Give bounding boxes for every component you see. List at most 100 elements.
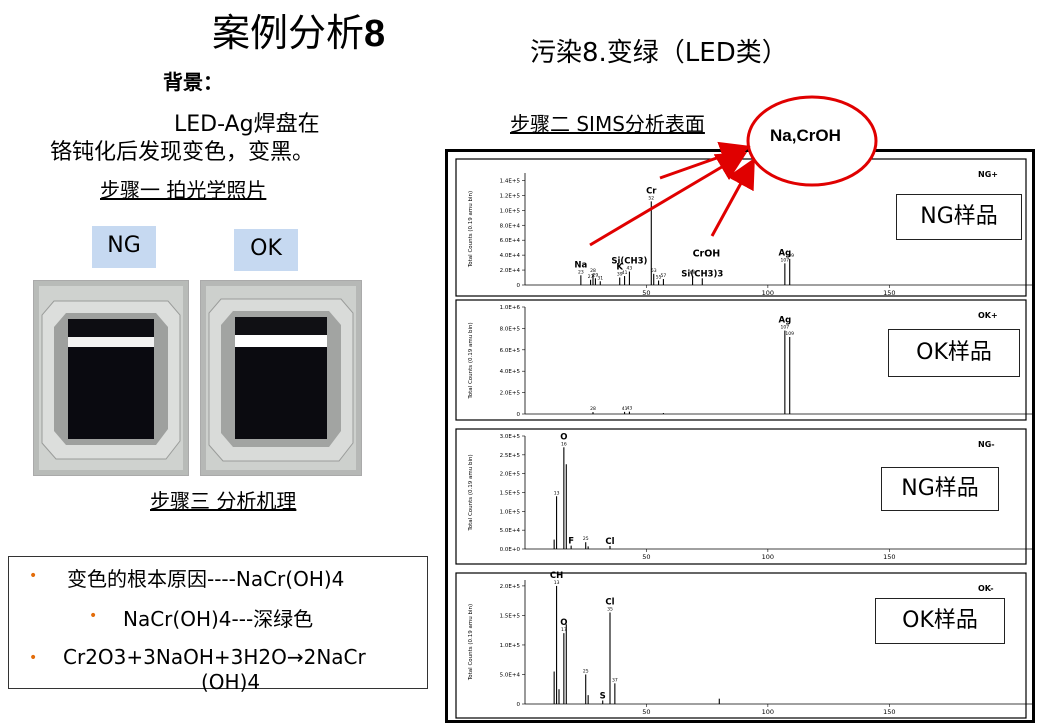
sample-label-ok-pos: OK样品 (888, 329, 1020, 377)
peak-label: Na (574, 260, 587, 270)
step3-heading: 步骤三 分析机理 (150, 489, 297, 513)
y-tick-label: 4.0E+5 (500, 369, 521, 375)
panel-border (455, 572, 1027, 719)
peak-mass-label: 41 (622, 406, 628, 412)
peak-mass-label: 57 (661, 273, 667, 279)
ng-led-photo (33, 280, 189, 476)
peak-mass-label: 23 (578, 269, 584, 275)
peak-mass-label: 13 (554, 580, 560, 586)
x-tick-label: 50 (642, 289, 650, 297)
peak-mass-label: 25 (583, 668, 589, 674)
conclusion-box: •变色的根本原因----NaCr(OH)4 •NaCr(OH)4---深绿色 •… (8, 556, 428, 694)
arrow-croh (710, 157, 755, 237)
peak-label: S (600, 691, 606, 701)
y-tick-label: 5.0E+4 (500, 672, 521, 678)
slide-title: 案例分析8 (212, 11, 386, 55)
y-tick-label: 0 (517, 283, 521, 289)
peak-label: Si(CH3)3 (681, 269, 723, 279)
y-tick-label: 1.0E+6 (500, 305, 521, 311)
peak-mass-label: 55 (656, 275, 662, 281)
peak-mass-label: 109 (785, 331, 794, 337)
y-tick-label: 0 (517, 702, 521, 708)
x-tick-label: 50 (642, 553, 650, 561)
spectrum-polarity-label: OK+ (978, 311, 998, 320)
peak-label: Cl (605, 597, 614, 607)
arrow-na (589, 151, 748, 247)
bullet-3: •Cr2O3+3NaOH+3H2O→2NaCr (29, 645, 366, 669)
sims-chart-frame: Total Counts (0.19 amu bin) 0 2.0E+4 4.0E+4… (445, 149, 1035, 723)
y-tick-label: 1.5E+5 (500, 491, 521, 497)
bullet-3-cont: (OH)4 (201, 670, 261, 694)
peak-mass-label: 69 (690, 270, 696, 276)
peak-label: Cr (646, 186, 657, 196)
step2-heading: 步骤二 SIMS分析表面 (510, 112, 705, 136)
x-tick-label: 150 (883, 553, 895, 561)
sample-label-ok-neg: OK样品 (875, 598, 1005, 644)
spectrum-panel-3: Total Counts (0.19 amu bin) 0 5.0E+4 1.0E+5… (455, 571, 1032, 719)
background-text-line1: LED-Ag焊盘在 (174, 112, 320, 137)
peak-mass-label: 39 (617, 272, 623, 278)
y-tick-label: 1.0E+5 (500, 643, 521, 649)
peak-mass-label: 16 (561, 441, 567, 447)
peak-label: O (560, 618, 567, 628)
y-axis-label: Total Counts (0.19 amu bin) (468, 322, 474, 399)
peak-mass-label: 109 (785, 253, 794, 259)
spectrum-panel-1: Total Counts (0.19 amu bin) 0 2.0E+5 4.0E+5… (455, 299, 1032, 421)
y-tick-label: 1.5E+5 (500, 613, 521, 619)
peak-mass-label: 31 (597, 275, 603, 281)
x-tick-label: 150 (883, 708, 895, 716)
y-axis-label: Total Counts (0.19 amu bin) (468, 191, 474, 268)
x-tick-label: 100 (762, 708, 774, 716)
peak-mass-label: 13 (554, 490, 560, 496)
y-tick-label: 2.0E+5 (500, 391, 521, 397)
y-tick-label: 2.0E+4 (500, 268, 521, 274)
peak-mass-label: 27 (588, 274, 594, 280)
peak-annotation: CrOH (693, 249, 721, 260)
sample-label-ng-neg: NG样品 (881, 467, 999, 511)
y-tick-label: 1.0E+5 (500, 509, 521, 515)
spectrum-polarity-label: NG+ (978, 170, 998, 179)
peak-mass-label: 52 (648, 195, 654, 201)
slide-subtitle: 污染8.变绿（LED类） (530, 38, 788, 68)
background-label: 背景： (163, 70, 223, 94)
y-axis-label: Total Counts (0.19 amu bin) (468, 604, 474, 681)
y-tick-label: 6.0E+4 (500, 238, 521, 244)
peak-label: Cl (605, 537, 614, 547)
peak-label: CH (550, 571, 563, 581)
y-tick-label: 0.0E+0 (500, 547, 521, 553)
peak-mass-label: 35 (607, 606, 613, 612)
y-tick-label: 1.2E+5 (500, 193, 521, 199)
peak-label: Ag (779, 248, 792, 258)
x-tick-label: 150 (883, 289, 895, 297)
y-tick-label: 5.0E+4 (500, 528, 521, 534)
callout-text: Na,CrOH (770, 126, 841, 145)
step1-heading: 步骤一 拍光学照片 (100, 178, 267, 202)
peak-label: K (616, 263, 623, 273)
y-tick-label: 1.0E+5 (500, 208, 521, 214)
y-tick-label: 8.0E+4 (500, 223, 521, 229)
peak-mass-label: 43 (627, 406, 633, 412)
y-tick-label: 4.0E+4 (500, 253, 521, 259)
background-text-line2: 铬钝化后发现变色，变黑。 (50, 140, 315, 165)
peak-mass-label: 37 (612, 677, 618, 683)
spectrum-polarity-label: NG- (978, 440, 995, 449)
x-tick-label: 100 (762, 289, 774, 297)
spectrum-polarity-label: OK- (978, 584, 994, 593)
panel-border (455, 299, 1027, 421)
callout-ellipse (746, 95, 878, 187)
peak-mass-label: 53 (651, 268, 657, 274)
peak-mass-label: 29 (593, 272, 599, 278)
peak-label: F (568, 537, 574, 547)
y-tick-label: 2.0E+5 (500, 472, 521, 478)
peak-mass-label: 107 (781, 325, 790, 331)
sample-label-ng-pos: NG样品 (896, 194, 1022, 240)
y-tick-label: 3.0E+5 (500, 434, 521, 440)
bullet-1: •变色的根本原因----NaCr(OH)4 (29, 567, 345, 591)
peak-mass-label: 41 (622, 270, 628, 276)
x-tick-label: 100 (762, 553, 774, 561)
peak-label: Ag (779, 316, 792, 326)
y-tick-label: 0 (517, 412, 521, 418)
y-axis-label: Total Counts (0.19 amu bin) (468, 454, 474, 531)
bullet-2: •NaCr(OH)4---深绿色 (89, 607, 314, 631)
ok-tag: OK (234, 229, 298, 271)
